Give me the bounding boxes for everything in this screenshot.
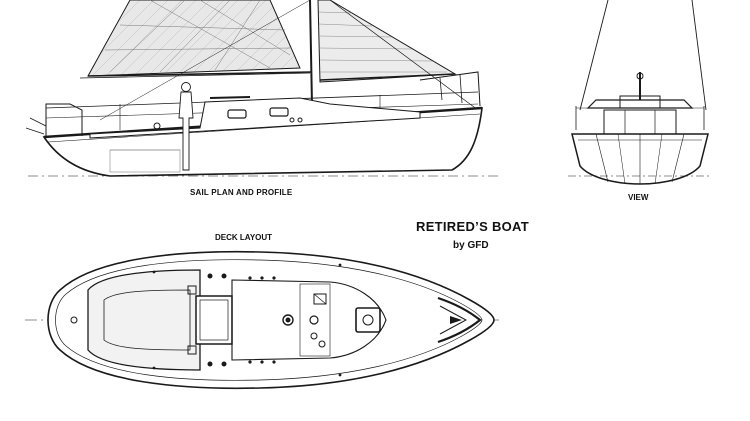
deck-layout-drawing bbox=[25, 250, 500, 390]
drawing-subtitle: by GFD bbox=[453, 240, 489, 251]
end-view-drawing bbox=[568, 0, 712, 185]
hull-profile bbox=[42, 107, 483, 177]
deck-layout-label: DECK LAYOUT bbox=[215, 233, 273, 242]
deck-house bbox=[231, 279, 387, 361]
fore-hatch bbox=[355, 307, 381, 333]
bow-pulpit bbox=[437, 296, 482, 344]
view-label: VIEW bbox=[628, 193, 649, 202]
sail-plan-profile-drawing bbox=[25, 0, 500, 177]
sail-plan-profile-label: SAIL PLAN AND PROFILE bbox=[190, 188, 293, 197]
coach-roof bbox=[89, 97, 421, 139]
drawing-title: RETIRED’S BOAT bbox=[416, 219, 530, 234]
foresail bbox=[317, 0, 457, 83]
mainsail bbox=[87, 0, 301, 77]
person-figure bbox=[178, 82, 194, 171]
cockpit bbox=[87, 269, 201, 371]
companionway-hatch bbox=[195, 295, 233, 345]
